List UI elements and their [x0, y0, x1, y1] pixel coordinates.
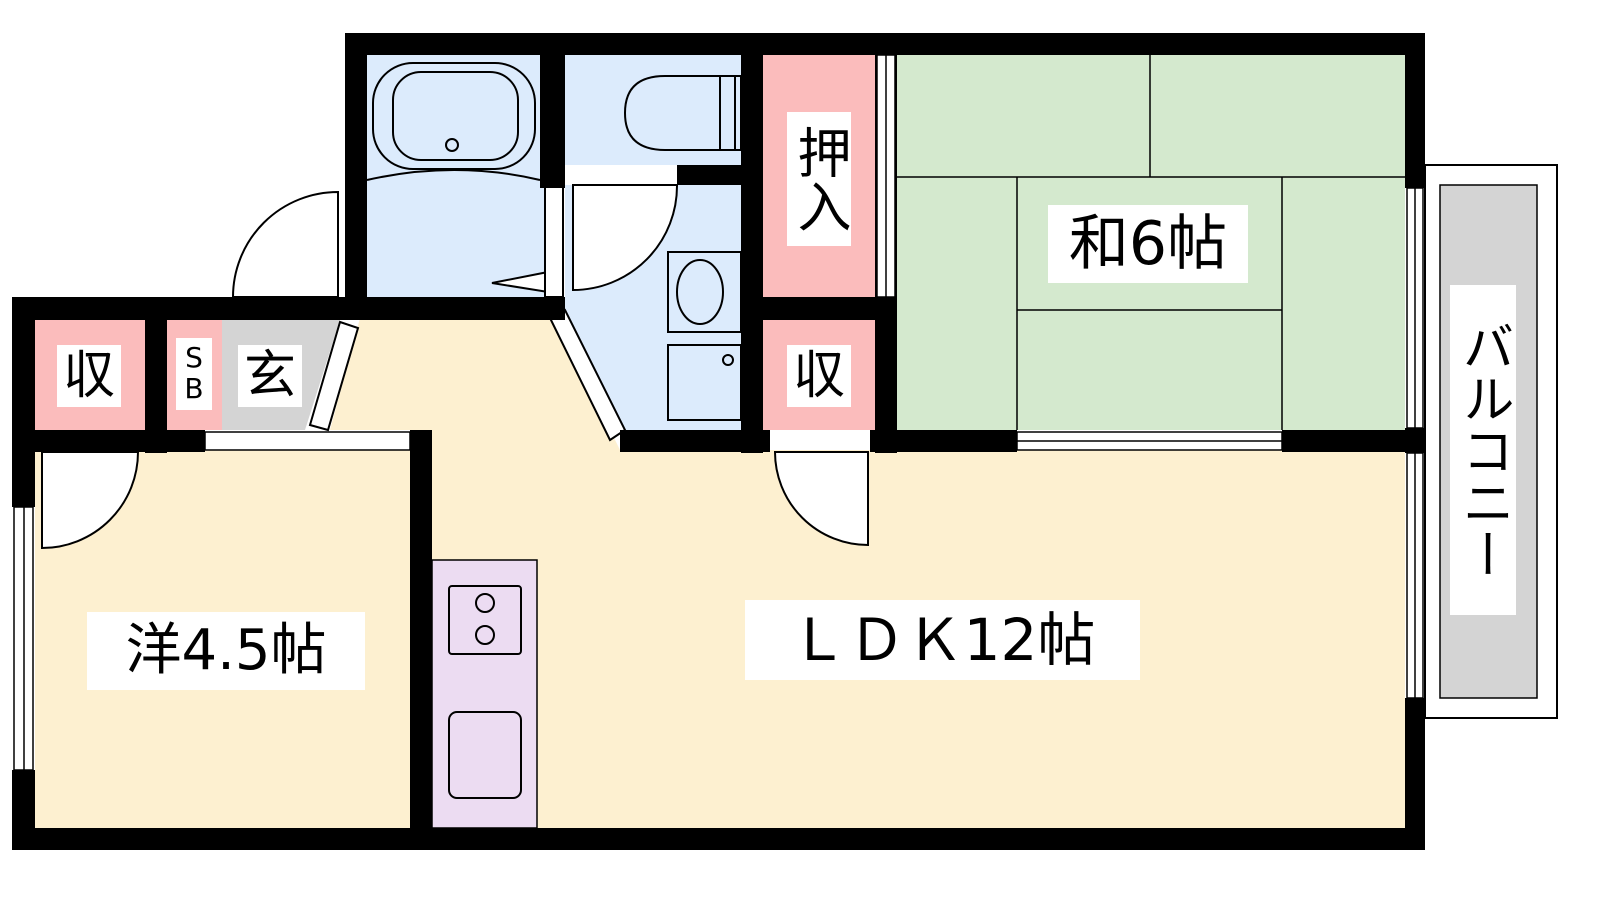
toilet-icon	[623, 75, 721, 151]
sink-kitchen-icon	[448, 711, 522, 799]
storage-left-label: 収	[57, 345, 121, 407]
tatami-lines	[897, 55, 1405, 430]
ldk-floor	[330, 318, 1405, 828]
walls	[12, 33, 1425, 850]
entrance-label: 玄	[238, 345, 302, 407]
toilet-floor	[565, 55, 741, 165]
balcony-label: バルコニー	[1450, 285, 1516, 615]
bathroom-floor	[367, 55, 545, 298]
shoe-box-label: SB	[176, 338, 212, 410]
ldk-label: ＬＤＫ12帖	[745, 600, 1140, 680]
stove-icon	[448, 585, 522, 655]
japanese-room-label: 和6帖	[1048, 205, 1248, 283]
western-room-label: 洋4.5帖	[87, 612, 365, 690]
closet-label: 押入	[787, 112, 851, 246]
storage-right-label: 収	[787, 345, 851, 407]
door-swings	[41, 184, 869, 550]
windows	[13, 54, 1424, 771]
